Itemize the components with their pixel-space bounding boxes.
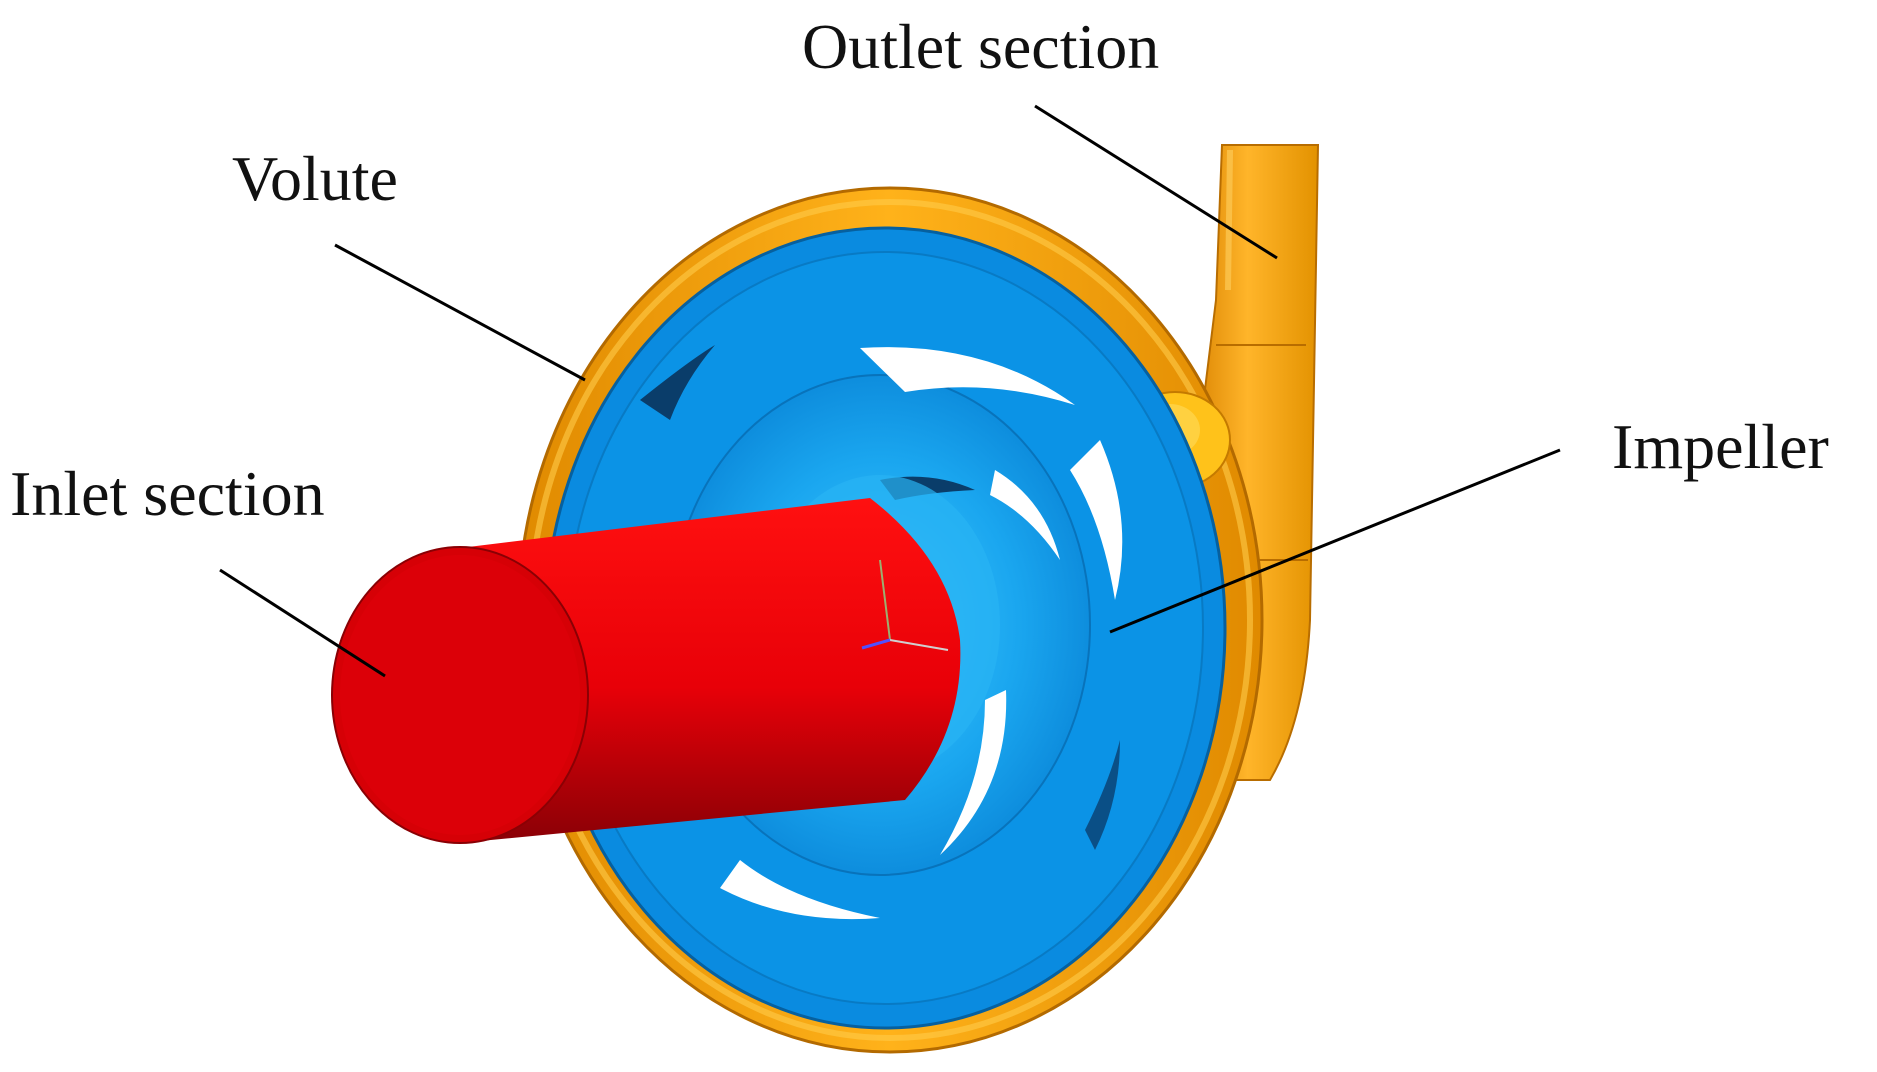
blade-shadow xyxy=(640,345,715,420)
outlet-label: Outlet section xyxy=(802,11,1159,82)
inlet-label: Inlet section xyxy=(10,458,325,529)
impeller-label: Impeller xyxy=(1612,411,1829,482)
blade-passage xyxy=(990,470,1060,560)
leader-lines xyxy=(219,104,1561,678)
blade-passage xyxy=(720,860,880,920)
blade-shadow xyxy=(1085,740,1120,850)
axis-triad-icon xyxy=(861,559,949,651)
volute-leader xyxy=(334,243,586,382)
inlet-leader xyxy=(219,568,386,678)
impeller-leader xyxy=(1109,448,1561,634)
blade-passage xyxy=(860,347,1075,405)
blade-passage xyxy=(940,690,1007,855)
blade-passage xyxy=(1070,440,1123,600)
volute-label: Volute xyxy=(232,143,398,214)
inlet-pipe xyxy=(331,498,961,844)
outlet-leader xyxy=(1034,104,1278,260)
